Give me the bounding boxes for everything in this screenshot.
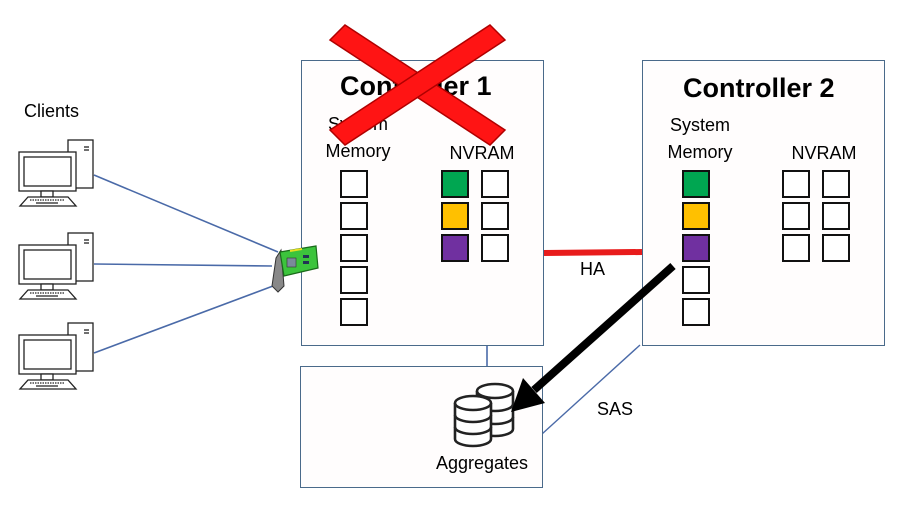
nvram-cell-empty [822,170,850,198]
ha-link [543,249,643,256]
nvram-cell-empty [782,202,810,230]
controller2-nvram-label: NVRAM [791,143,857,163]
client-computer-icon [18,322,94,390]
memory-cell-yellow [682,202,710,230]
nvram-cell-empty [481,234,509,262]
aggregates-panel: Aggregates [300,366,543,488]
memory-cell-empty [682,266,710,294]
nvram-cell-purple [441,234,469,262]
nvram-cell-yellow [441,202,469,230]
memory-label-line2: Memory [667,142,733,162]
client-link-2 [93,263,273,267]
controller2-system-memory-label: System Memory [658,112,742,166]
nvram-cell-empty [782,234,810,262]
memory-cell-empty [340,298,368,326]
client-link-3 [93,285,274,354]
nvram-cell-empty [481,202,509,230]
nvram-cell-empty [822,234,850,262]
nvram-cell-empty [822,202,850,230]
memory-cell-empty [340,234,368,262]
failed-controller-x-icon [328,24,507,146]
controller1-nvram-label: NVRAM [449,143,515,163]
database-icon [453,382,515,448]
clients-label: Clients [24,101,80,121]
controller2-panel: Controller 2 System Memory NVRAM [642,60,885,346]
memory-cell-empty [340,266,368,294]
memory-label-line2: Memory [325,141,391,161]
memory-cell-empty [340,170,368,198]
client-link-1 [93,174,279,253]
memory-cell-purple [682,234,710,262]
nvram-cell-green [441,170,469,198]
memory-cell-green [682,170,710,198]
failover-arrow [511,263,676,412]
client-computer-icon [18,139,94,207]
network-card-icon [271,245,319,293]
sas-link-label: SAS [597,399,634,419]
sas-link [541,344,641,435]
nvram-cell-empty [782,170,810,198]
system-label-line1: System [669,115,730,135]
client-computer-icon [18,232,94,300]
memory-cell-empty [340,202,368,230]
ha-link-label: HA [580,259,606,279]
aggregates-label: Aggregates [435,453,529,473]
nvram-cell-empty [481,170,509,198]
memory-cell-empty [682,298,710,326]
controller2-title: Controller 2 [683,73,835,103]
